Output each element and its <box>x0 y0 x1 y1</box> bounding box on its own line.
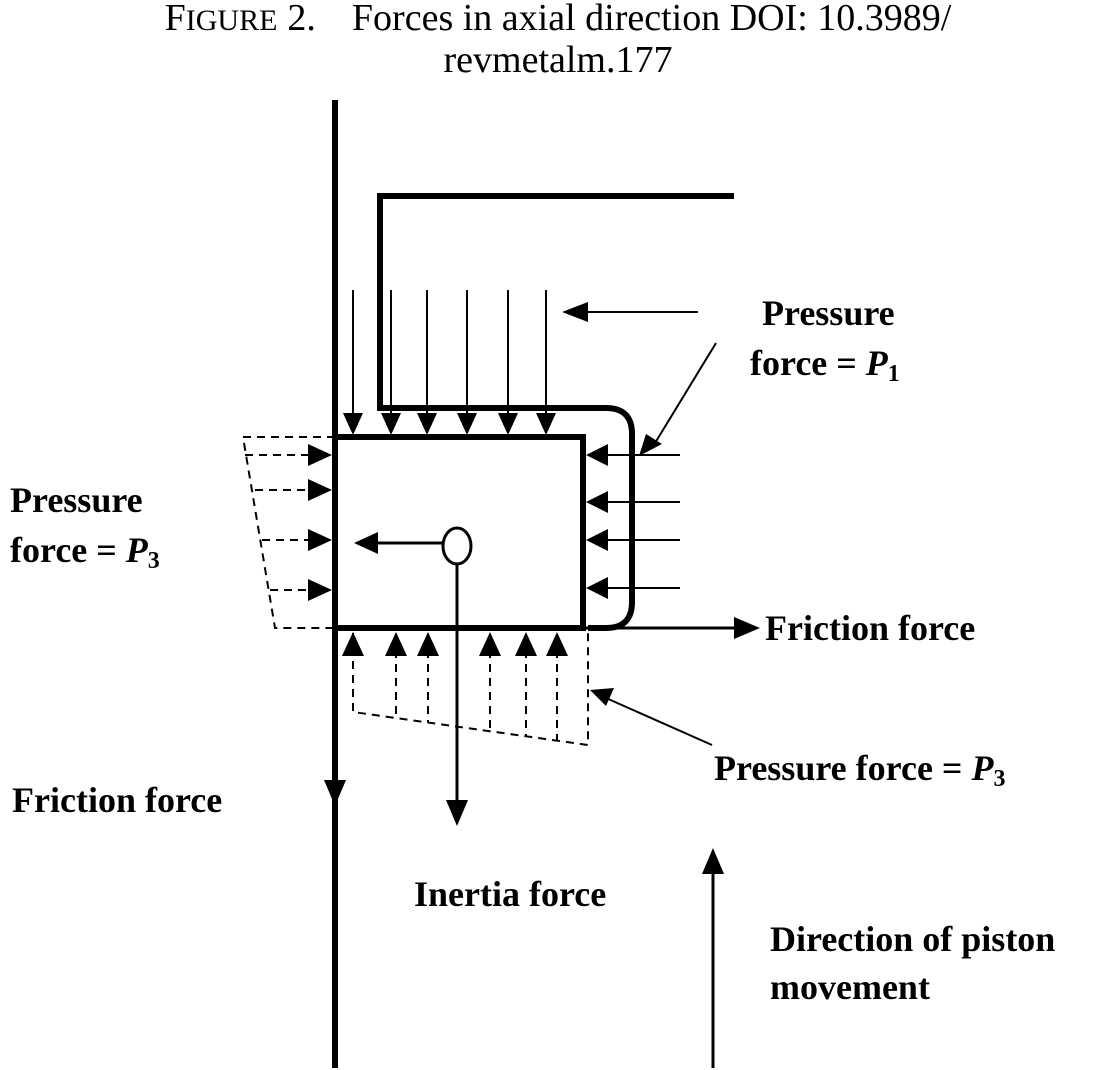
label-friction-left: Friction force <box>12 780 222 820</box>
label-pressure-p1-line2: force = P1 <box>750 343 900 387</box>
inertia-horizontal-arrowhead <box>354 532 378 554</box>
center-of-mass-marker <box>441 526 473 566</box>
label-inertia: Inertia force <box>414 874 606 914</box>
p1-label-leader <box>651 342 717 449</box>
figure-label-rest: IGURE <box>186 4 278 37</box>
label-pressure-p3-left-line2: force = P3 <box>10 530 160 574</box>
figure-caption-line1: FIGURE 2. Forces in axial direction DOI: 1… <box>165 0 952 39</box>
label-pressure-p3-left-line1: Pressure <box>10 480 143 520</box>
figure-label-initial: F <box>165 0 186 39</box>
piston-outline <box>377 193 734 631</box>
figure-number: 2. <box>287 0 316 39</box>
p3-bottom-leader-arrowhead <box>590 688 614 706</box>
p3-left-arrowheads <box>308 444 332 601</box>
figure-title-line1: Forces in axial direction DOI: 10.3989/ <box>352 0 952 39</box>
label-pressure-p3-bottom: Pressure force = P3 <box>714 748 1005 792</box>
p3-bottom-arrowheads <box>342 632 568 656</box>
friction-wall-arrowhead <box>324 780 346 806</box>
label-pressure-p1-line1: Pressure <box>762 293 895 333</box>
figure-caption-line2: revmetalm.177 <box>444 39 673 81</box>
p1-right-arrows <box>600 454 680 589</box>
inertia-vertical-arrowhead <box>446 800 468 826</box>
label-friction-right: Friction force <box>765 608 975 648</box>
label-direction-line1: Direction of piston <box>770 919 1055 959</box>
p3-left-distribution <box>241 436 335 629</box>
piston-direction-arrowhead <box>702 848 724 874</box>
p1-right-arrowheads <box>586 444 608 599</box>
p1-label-leader-arrowhead <box>639 434 662 456</box>
friction-right-arrowhead <box>734 617 760 639</box>
label-direction-line2: movement <box>770 967 930 1007</box>
p3-bottom-leader <box>605 697 713 746</box>
p3-bottom-distribution <box>352 628 589 747</box>
p1-top-arrowheads <box>343 413 556 435</box>
p1-top-arrows <box>348 290 551 434</box>
p1-label-pointer-arrowhead <box>562 302 588 322</box>
